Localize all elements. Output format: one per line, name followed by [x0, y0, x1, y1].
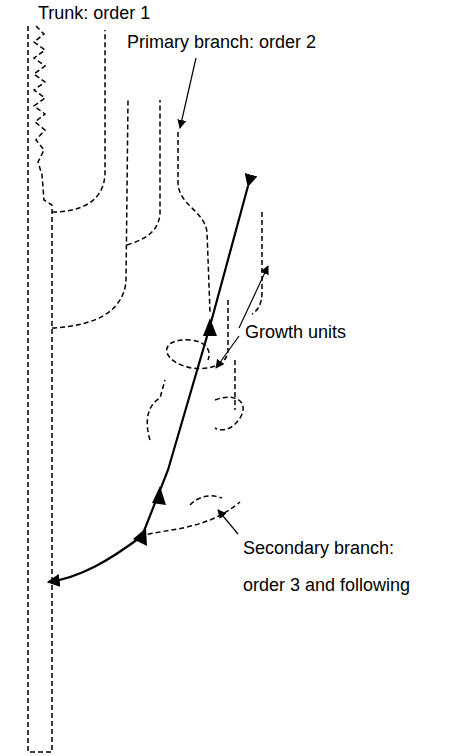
order-3-branch: [234, 360, 236, 410]
leader-line: [180, 58, 196, 128]
order-3-branch: [147, 380, 165, 440]
order-3-branch: [178, 132, 210, 312]
order-3-branch: [215, 397, 243, 430]
growth-unit-line: [48, 186, 248, 582]
growth-unit-axis: [48, 186, 248, 582]
trunk-top: [34, 26, 52, 205]
label: Growth units: [245, 322, 346, 343]
order-3-branch: [167, 300, 228, 369]
order-3-branch: [252, 212, 262, 314]
order-3-branch: [140, 502, 240, 536]
label: Primary branch: order 2: [127, 32, 316, 53]
label: Secondary branch: order 3 and following: [243, 530, 421, 604]
trunk-outline: [28, 26, 52, 752]
unit-arrowhead: [152, 486, 166, 505]
leader-lines: [180, 58, 268, 534]
order-2-branch: [52, 100, 128, 328]
leader-line: [239, 266, 268, 328]
order-3-branch: [127, 100, 160, 245]
leader-line: [218, 510, 238, 534]
label: Trunk: order 1: [38, 3, 150, 24]
order-3-branch: [190, 496, 222, 505]
leader-line: [216, 336, 239, 368]
order-2-branch: [52, 30, 105, 212]
unit-arrowhead: [133, 528, 147, 546]
dashed-tree: [28, 26, 262, 752]
unit-arrowhead: [203, 318, 217, 336]
